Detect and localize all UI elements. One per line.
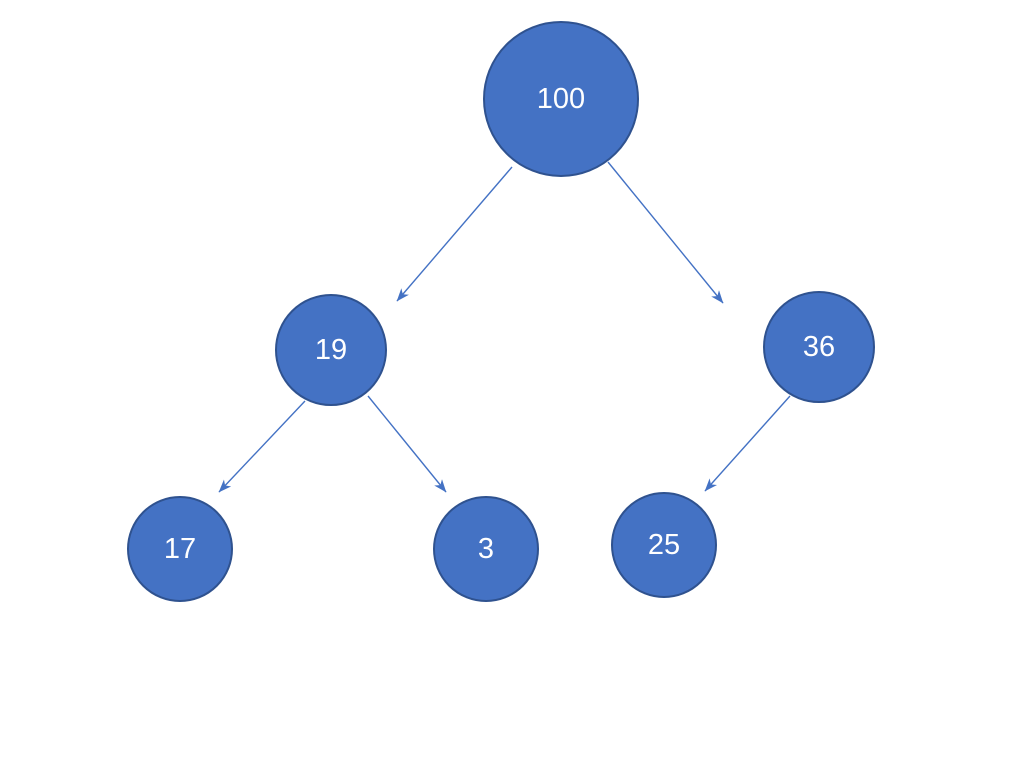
edges-layer	[218, 161, 791, 493]
node-circle-right-right	[611, 492, 717, 598]
tree-node-right-right: 25	[611, 492, 717, 598]
node-label-left-right: 3	[478, 533, 494, 565]
node-circle-left	[275, 294, 387, 406]
node-label-right: 36	[803, 331, 835, 363]
tree-node-left: 19	[275, 294, 387, 406]
node-label-left: 19	[315, 334, 347, 366]
node-label-right-right: 25	[648, 529, 680, 561]
node-label-root: 100	[537, 83, 585, 115]
node-circle-left-right	[433, 496, 539, 602]
edge-left-to-left-right	[367, 395, 447, 493]
edge-left-to-left-left	[218, 400, 306, 493]
edge-root-to-left	[396, 166, 513, 302]
tree-node-right: 36	[763, 291, 875, 403]
tree-node-left-right: 3	[433, 496, 539, 602]
node-circle-right	[763, 291, 875, 403]
node-label-left-left: 17	[164, 533, 196, 565]
nodes-layer: 100 19 36 17 3 25	[127, 21, 875, 602]
tree-node-left-left: 17	[127, 496, 233, 602]
node-circle-root	[483, 21, 639, 177]
edge-right-to-right-right	[704, 395, 791, 492]
edge-root-to-right	[607, 161, 724, 304]
node-circle-left-left	[127, 496, 233, 602]
tree-node-root: 100	[483, 21, 639, 177]
